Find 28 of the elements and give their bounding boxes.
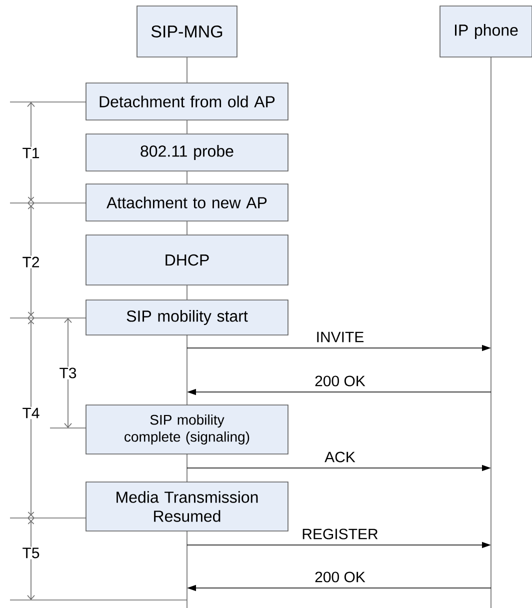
process-box: SIP-MNG [136,6,238,58]
lifeline [186,454,188,482]
interval-label: T5 [21,546,41,560]
edge-label: 200 OK [314,570,366,584]
lifeline [186,335,188,405]
process-box: Detachment from old AP [86,82,288,120]
lifeline [186,285,188,300]
lifeline [186,221,188,235]
lifeline [186,171,188,184]
process-box: 802.11 probe [86,134,288,172]
lifeline [186,57,188,83]
interval-label: T1 [21,146,41,160]
edge-label: ACK [324,450,356,464]
lifeline [186,120,188,134]
process-box: Media Transmission Resumed [86,482,288,532]
process-box: SIP mobility complete (signaling) [86,404,288,454]
interval-label: T2 [21,256,41,268]
lifeline [490,57,492,608]
edge-label: INVITE [314,330,366,344]
edge-label: 200 OK [314,374,366,388]
lifeline [186,531,188,608]
process-box: DHCP [86,234,288,286]
edge-label: REGISTER [300,528,380,540]
process-box: IP phone [440,6,532,58]
process-box: Attachment to new AP [86,184,288,222]
interval-label: T3 [58,366,78,380]
interval-label: T4 [21,406,41,420]
process-box: SIP mobility start [86,300,288,336]
